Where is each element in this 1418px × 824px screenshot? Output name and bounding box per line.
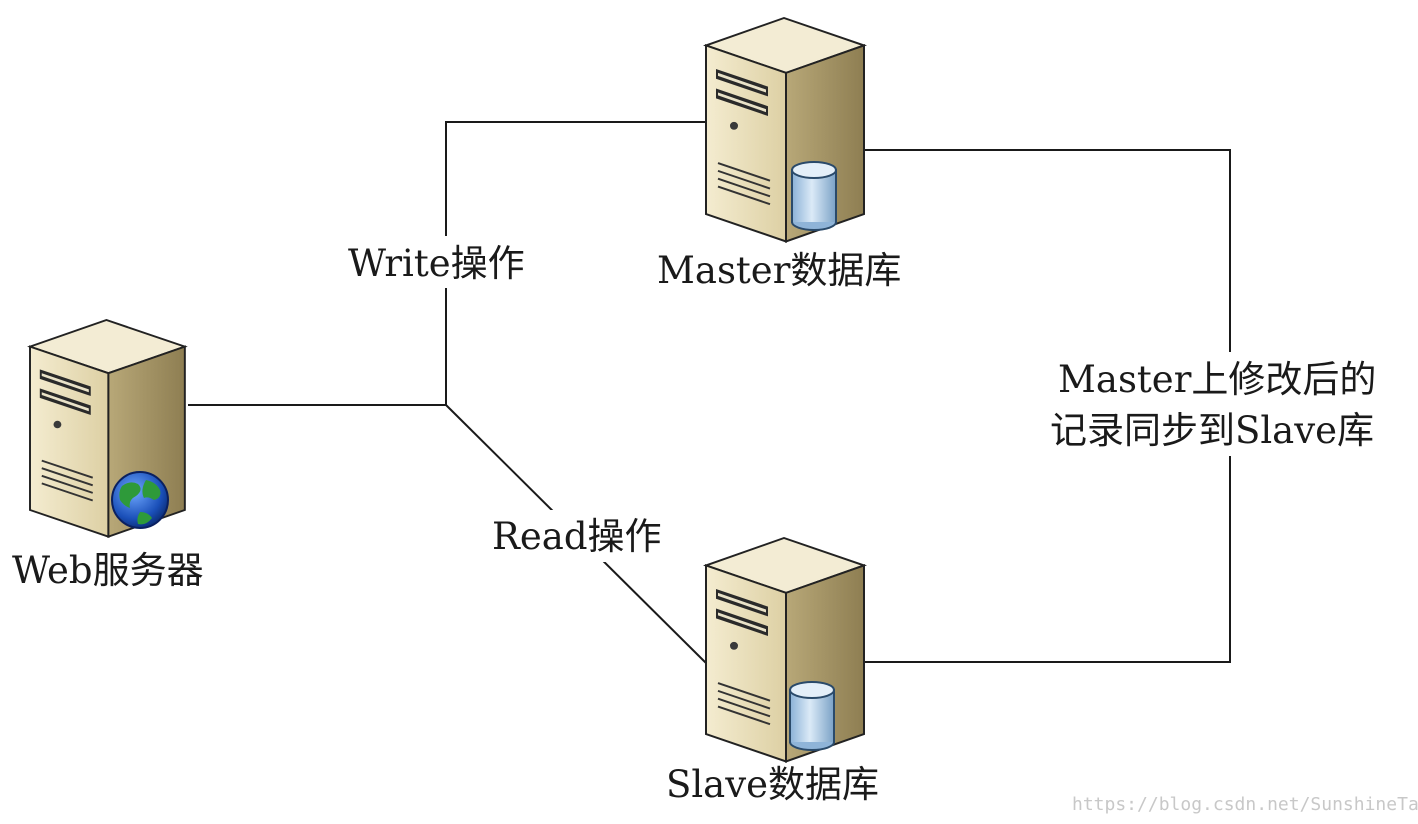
write-operation-label: Write操作 [348,242,525,285]
read-operation-label: Read操作 [492,515,662,558]
globe-icon [111,471,169,529]
slave-db-label: Slave数据库 [666,763,879,806]
sync-label-line2: 记录同步到Slave库 [1050,409,1374,452]
watermark-text: https://blog.csdn.net/SunshineTan [1072,794,1418,815]
write-path-line [445,121,712,405]
slave-database-icon [789,681,835,751]
sync-label-line1: Master上修改后的 [1058,358,1376,401]
web-server-label: Web服务器 [12,549,204,592]
slave-server-icon [705,537,865,763]
master-database-icon [791,161,837,231]
master-server-icon [705,17,865,243]
master-db-label: Master数据库 [657,249,901,292]
